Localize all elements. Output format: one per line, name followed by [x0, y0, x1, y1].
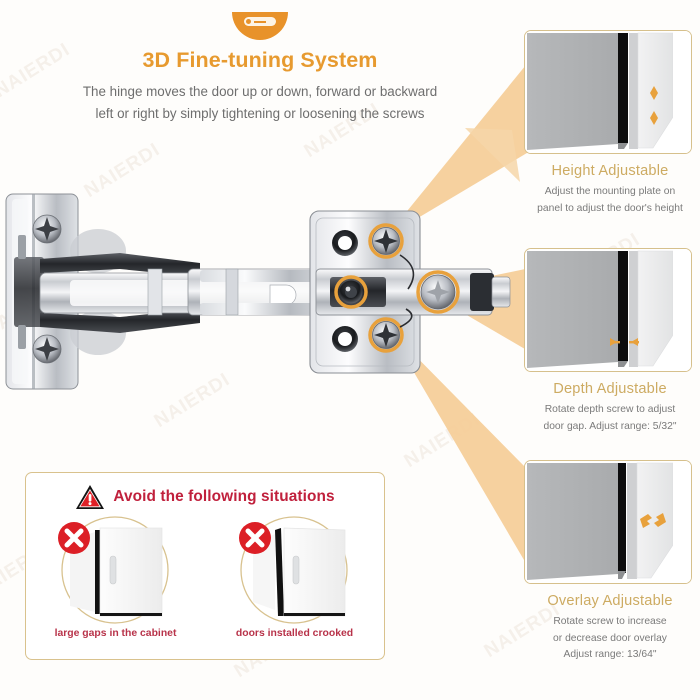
- depth-panel-frame: [524, 248, 692, 372]
- cabinet-crooked-illustration: [227, 514, 362, 626]
- hinge-arm-body: [39, 229, 350, 355]
- height-desc-line-1: Adjust the mounting plate on: [544, 186, 676, 197]
- screwdriver-head-shape: [246, 19, 251, 24]
- avoid-item-crooked-door: doors installed crooked: [205, 514, 384, 639]
- depth-panel-desc: Rotate depth screw to adjust door gap. A…: [524, 402, 696, 435]
- pivot-highlight: [334, 275, 368, 309]
- ray-accent-sliver: [465, 128, 520, 182]
- watermark-text: NAIERDI: [400, 409, 484, 473]
- header-subtitle: The hinge moves the door up or down, for…: [0, 81, 520, 124]
- horizontal-double-arrow-icon: [610, 338, 639, 346]
- overlay-panel-desc: Rotate screw to increase or decrease doo…: [524, 614, 696, 664]
- warning-triangle-icon: [76, 485, 105, 509]
- diagonal-double-arrow-icon: [640, 513, 666, 528]
- screwdriver-slot-shape: [254, 20, 266, 23]
- overlay-panel-frame: [524, 460, 692, 584]
- cabinet-hinge-image: [5, 193, 511, 390]
- cabinet-crooked-svg: [239, 516, 348, 624]
- avoid-caption-2: doors installed crooked: [235, 628, 354, 639]
- panel-height-adjustable: Height Adjustable Adjust the mounting pl…: [524, 30, 696, 217]
- avoid-situations-box: Avoid the following situations: [25, 472, 385, 660]
- red-x-icon: [239, 522, 271, 554]
- overlay-desc-line-1: Rotate screw to increase: [553, 616, 667, 627]
- subtitle-line-1: The hinge moves the door up or down, for…: [82, 84, 438, 99]
- depth-desc-line-2: door gap. Adjust range: 5/32": [543, 420, 677, 432]
- avoid-title: Avoid the following situations: [113, 488, 335, 505]
- avoid-caption-1: large gaps in the cabinet: [54, 628, 177, 639]
- depth-desc-line-1: Rotate depth screw to adjust: [544, 404, 676, 415]
- panel-overlay-adjustable: Overlay Adjustable Rotate screw to incre…: [524, 460, 696, 664]
- height-panel-desc: Adjust the mounting plate on panel to ad…: [524, 184, 696, 217]
- avoid-item-large-gaps: large gaps in the cabinet: [26, 514, 205, 639]
- page-title: 3D Fine-tuning System: [142, 48, 378, 72]
- header: 3D Fine-tuning System The hinge moves th…: [0, 0, 520, 124]
- height-panel-title: Height Adjustable: [551, 163, 669, 179]
- avoid-header: Avoid the following situations: [26, 484, 384, 510]
- panel-depth-adjustable: Depth Adjustable Rotate depth screw to a…: [524, 248, 696, 435]
- cabinet-gap-svg: [58, 516, 169, 624]
- overlay-desc-line-3: Adjust range: 13/64": [563, 649, 657, 661]
- height-desc-line-2: panel to adjust the door's height: [537, 202, 683, 214]
- screwdriver-badge-icon: [232, 12, 288, 40]
- overlay-panel-title: Overlay Adjustable: [547, 593, 673, 609]
- depth-panel-title: Depth Adjustable: [553, 381, 667, 397]
- overlay-diagram: [525, 461, 691, 583]
- cabinet-gap-illustration: [48, 514, 183, 626]
- avoid-items-row: large gaps in the cabinet: [26, 514, 384, 639]
- height-diagram: [525, 31, 691, 153]
- subtitle-line-2: left or right by simply tightening or lo…: [95, 105, 425, 121]
- depth-diagram: [525, 249, 691, 371]
- vertical-double-arrow-icon: [650, 86, 658, 125]
- hinge-adjustment-plate: [309, 210, 511, 374]
- height-panel-frame: [524, 30, 692, 154]
- overlay-desc-line-2: or decrease door overlay: [553, 632, 667, 644]
- red-x-icon: [58, 522, 90, 554]
